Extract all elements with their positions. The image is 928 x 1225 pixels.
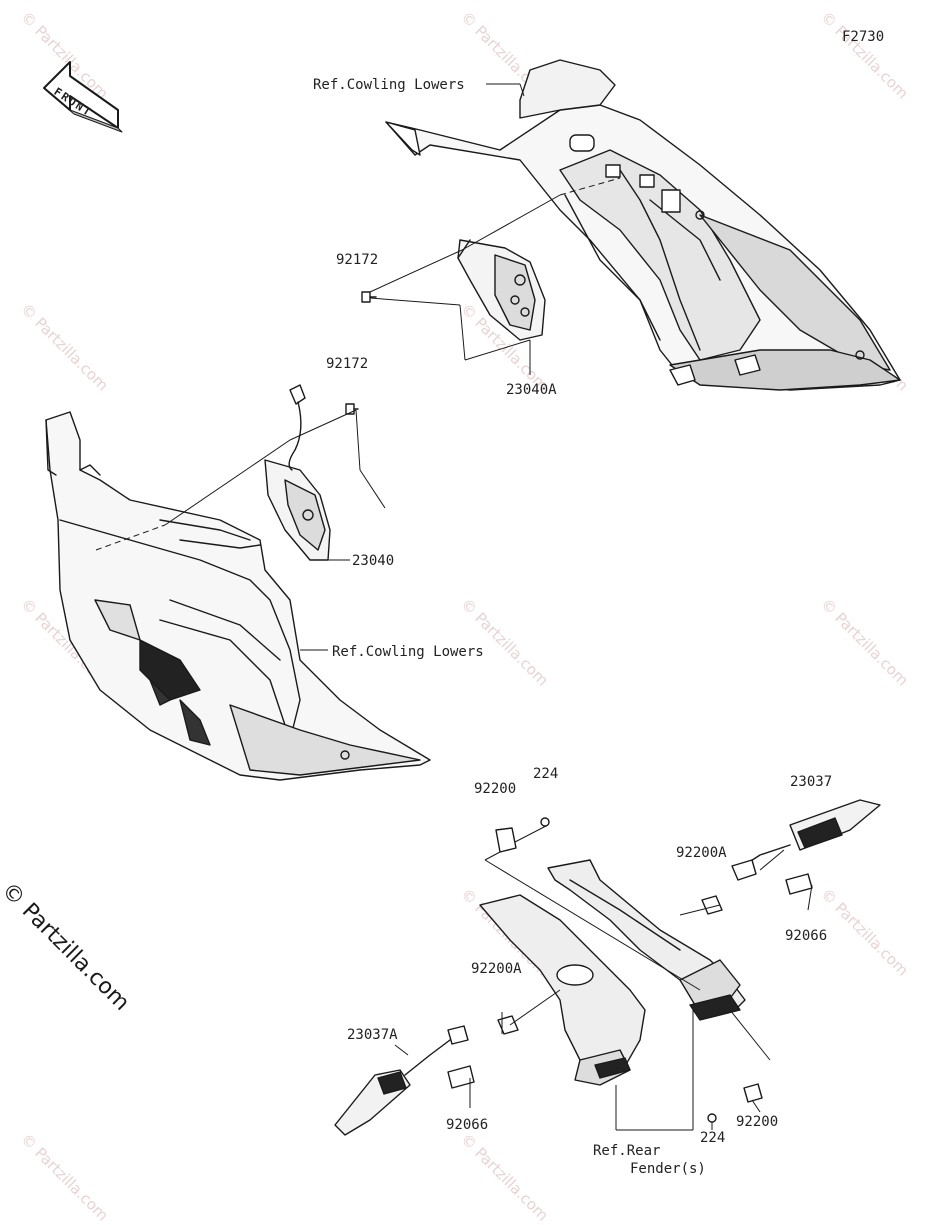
figure-code: F2730 [842, 29, 885, 45]
lamp-23040A [457, 239, 546, 341]
bolt-224-bottom [707, 1113, 717, 1123]
screw-92172-lower [345, 403, 359, 415]
bolt-224-top [540, 817, 550, 827]
clip-92200A-left [497, 1015, 519, 1035]
label-92200A-right: 92200A [676, 845, 727, 861]
turn-signal-23037 [731, 799, 881, 881]
label-92066-right: 92066 [785, 928, 828, 944]
label-ref-cowling-lower: Ref.Cowling Lowers [332, 644, 484, 660]
label-224-top: 224 [533, 766, 559, 782]
label-ref-rear-fender-line1: Ref.Rear [593, 1143, 661, 1159]
clip-92200A-right [701, 895, 723, 915]
parts-drawing [43, 59, 901, 1136]
label-ref-cowling-upper: Ref.Cowling Lowers [313, 77, 465, 93]
label-92172-upper: 92172 [336, 252, 379, 268]
label-23040: 23040 [352, 553, 395, 569]
parts-diagram: © Partzilla.com © Partzilla.com © Partzi… [0, 8, 912, 1225]
dashed-guides [95, 177, 621, 551]
screw-92172-upper [361, 291, 377, 303]
rear-bracket-right [547, 859, 746, 1021]
connector-92066-left [447, 1065, 475, 1089]
connector-92066-right [785, 873, 813, 895]
lamp-23040 [264, 384, 331, 561]
label-92200-bottom: 92200 [736, 1114, 779, 1130]
rear-bracket-left [479, 894, 646, 1086]
label-92066-left: 92066 [446, 1117, 489, 1133]
label-23037: 23037 [790, 774, 833, 790]
lower-cowling-panel [45, 411, 431, 781]
label-224-bottom: 224 [700, 1130, 726, 1146]
front-arrow-icon [43, 61, 123, 133]
label-ref-rear-fender-line2: Fender(s) [630, 1161, 706, 1177]
label-23037A: 23037A [347, 1027, 398, 1043]
label-92200-top: 92200 [474, 781, 517, 797]
upper-cowling-panel [385, 59, 901, 391]
turn-signal-23037A [334, 1025, 469, 1136]
clip-92200-bottom [743, 1083, 763, 1103]
clip-92200-top [495, 827, 517, 853]
label-23040A: 23040A [506, 382, 557, 398]
label-92200A-left: 92200A [471, 961, 522, 977]
leader-lines [164, 83, 813, 1131]
label-92172-lower: 92172 [326, 356, 369, 372]
